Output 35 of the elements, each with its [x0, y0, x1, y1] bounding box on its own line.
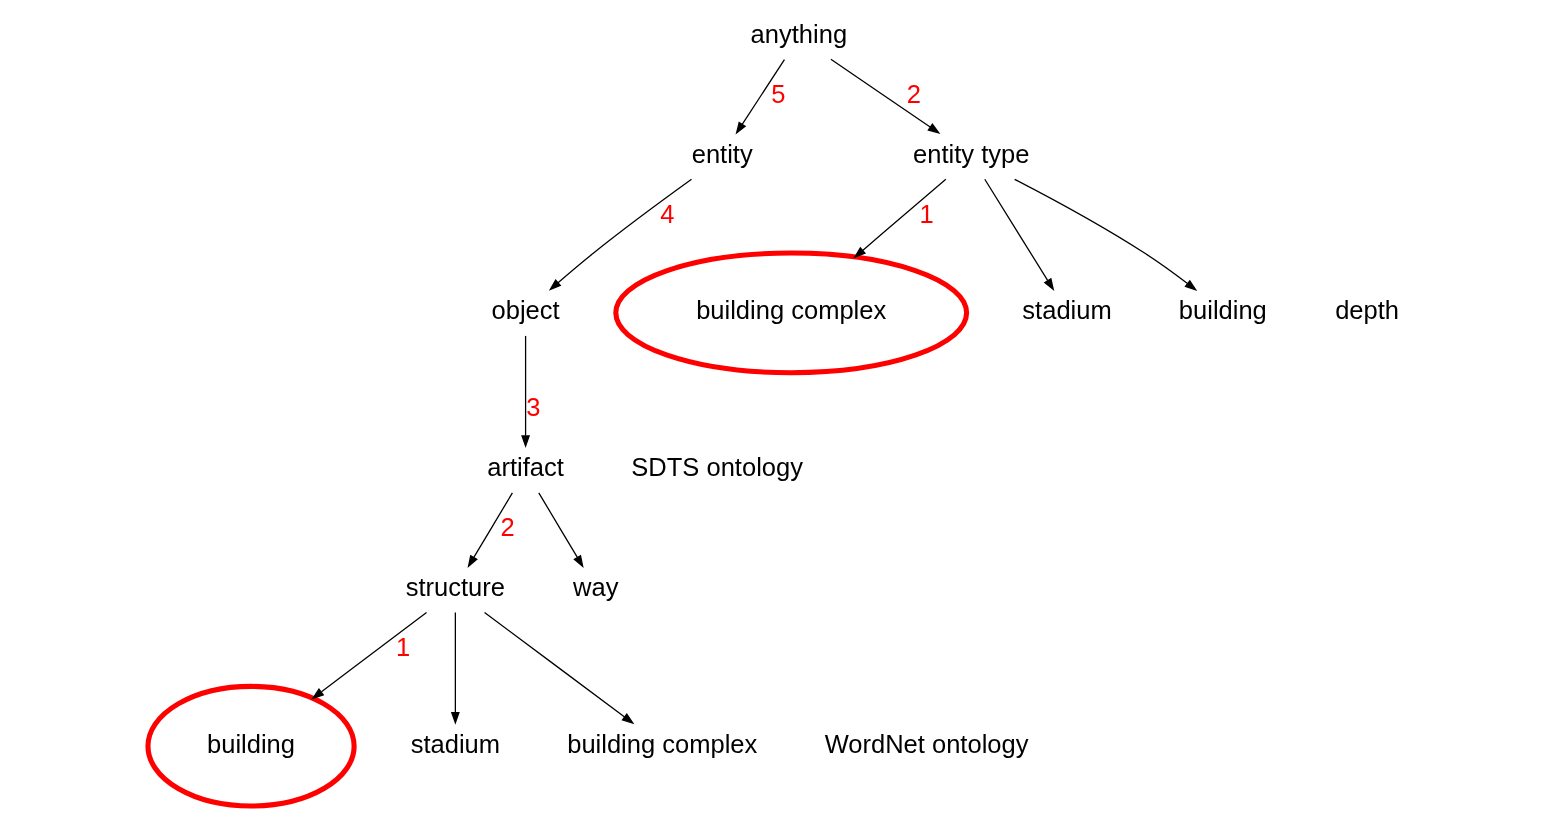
arrow: [450, 611, 460, 725]
edge-label: 1: [395, 632, 410, 661]
arrow: [310, 611, 427, 700]
node-text: building complex: [566, 729, 757, 758]
arrow: [829, 58, 940, 134]
arrow: [852, 178, 946, 259]
node-text: object: [491, 296, 560, 325]
node-ellipse: building complex: [612, 250, 969, 376]
arrow: [735, 58, 785, 135]
node-text: anything: [750, 19, 847, 48]
arrow: [483, 611, 634, 725]
edge-label: 2: [500, 512, 515, 541]
arrow: [467, 492, 513, 568]
node-text: stadium: [410, 729, 500, 758]
node-ellipse: building: [144, 683, 357, 809]
edge-label: 1: [918, 199, 934, 228]
node-text: structure: [405, 572, 505, 601]
node-text: artifact: [486, 452, 564, 481]
label: SDTS ontology: [630, 452, 803, 481]
label: depth: [1334, 296, 1399, 325]
edge-label: 2: [906, 79, 921, 108]
node-text: way: [572, 572, 619, 601]
node-text: entity type: [912, 139, 1029, 168]
node-text: entity: [691, 139, 753, 168]
node-text: building: [1178, 296, 1267, 325]
arrow: [537, 492, 584, 568]
node-text: stadium: [1021, 296, 1112, 325]
arrow: [983, 178, 1054, 292]
edge-label: 3: [525, 392, 540, 421]
edge-label: 4: [659, 199, 674, 228]
arrow: [548, 178, 692, 291]
edge-label: 5: [770, 79, 786, 108]
arrow: [520, 335, 530, 449]
arrow: [1013, 178, 1197, 292]
label: WordNet ontology: [824, 729, 1028, 758]
